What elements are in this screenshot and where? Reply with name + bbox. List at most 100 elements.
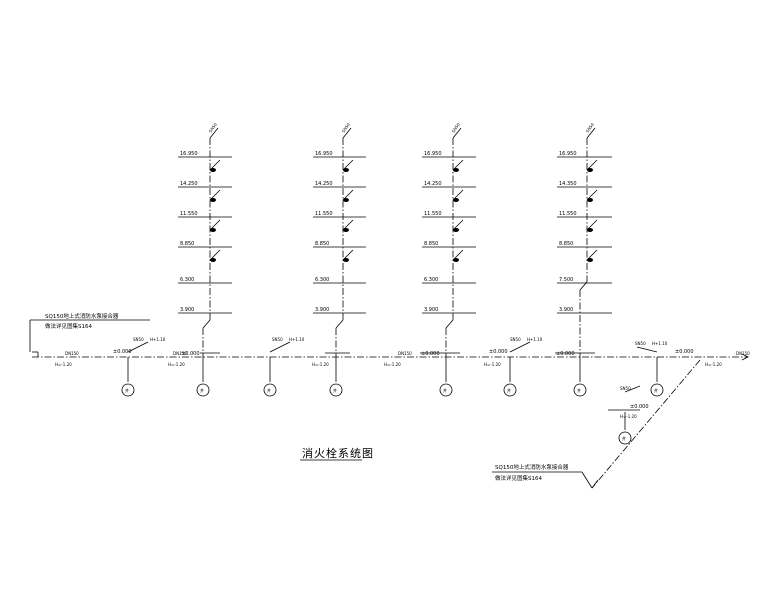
right-end-arrow (741, 353, 749, 361)
right-note: SQ150地上式消防水泵接合器 做法详见图集S164 (492, 463, 593, 489)
riser-top-label: SN50 (341, 122, 351, 134)
branch-level: ±0.000 (630, 404, 649, 410)
hydrant-box-icon (586, 159, 598, 262)
hydrant-spec: SN50 (635, 341, 646, 346)
floor-level-4: 8.850 (315, 241, 329, 247)
pipe-elev-label-1: H=-1.20 (55, 362, 72, 367)
well-mark: 井 (622, 435, 626, 441)
left-note: SQ150地上式消防水泵接合器 做法详见图集S164 (29, 312, 150, 352)
hydrant-branch (127, 341, 149, 353)
pipe-size-label-4: DN150 (736, 351, 750, 356)
drawing-title: 消火栓系统图 (302, 446, 374, 460)
hydrant-branch (509, 341, 531, 353)
note-line-1: SQ150地上式消防水泵接合器 (45, 312, 119, 320)
floor-level-6: 3.900 (424, 307, 438, 313)
riser-xl-3: SN50 16.950 14.250 11.550 8.850 6.300 3.… (420, 122, 476, 397)
well-mark: 井 (267, 387, 271, 393)
note-line-2: 做法详见图集S164 (495, 474, 542, 482)
well-symbol-icon (618, 431, 632, 445)
ground-hydrant-3: 井 SN50 H+1.10 ±0.000 (489, 337, 543, 397)
ground-hydrant-1: 井 SN50 H+1.10 ±0.000 (113, 337, 166, 397)
hydrant-branch (269, 341, 291, 353)
floor-level-3: 11.550 (315, 211, 333, 217)
pipe-size-label-2: DN150 (173, 351, 187, 356)
well-mark: 井 (125, 387, 129, 393)
well-symbol-icon (650, 383, 664, 397)
branch-end (591, 479, 599, 489)
hydrant-spec: SN50 (133, 337, 144, 342)
hydrant-box-icon (342, 159, 354, 262)
floor-level-1: 16.950 (424, 151, 442, 157)
right-branch: ±0.000 井 SN50 H=-1.20 (591, 359, 701, 489)
riser-xl-4: SN50 16.950 14.350 11.550 8.850 7.500 3.… (555, 122, 612, 397)
pipe-elev-label: H=-1.20 (620, 414, 637, 419)
ground-level: ±0.000 (421, 351, 440, 357)
pipe-elev-label-2: H=-1.20 (168, 362, 185, 367)
floor-level-6: 3.900 (180, 307, 194, 313)
ground-hydrant-4: 井 SN50 H+1.10 ±0.000 (635, 341, 694, 397)
floor-level-3: 11.550 (424, 211, 442, 217)
floor-level-5: 6.300 (424, 277, 438, 283)
well-mark: 井 (200, 387, 204, 393)
floor-level-5: 6.300 (315, 277, 329, 283)
pipe-elev-label-3: H=-1.20 (312, 362, 329, 367)
well-mark: 井 (654, 387, 658, 393)
hydrant-box-icon (209, 159, 221, 262)
riser-top-branch (586, 127, 596, 139)
floor-level-3: 11.550 (180, 211, 198, 217)
floor-level-1: 16.950 (559, 151, 577, 157)
well-mark: 井 (443, 387, 447, 393)
riser-top-label: SN50 (208, 122, 218, 134)
well-symbol-icon (263, 383, 277, 397)
hydrant-spec: SN50 (272, 337, 283, 342)
hydrant-branch (636, 346, 658, 353)
floor-level-1: 16.950 (315, 151, 333, 157)
ground-hydrant-2: 井 SN50 H+1.10 (263, 337, 305, 397)
floor-level-3: 11.550 (559, 211, 577, 217)
pipe-size-label-1: DN150 (65, 351, 79, 356)
floor-level-6: 3.900 (559, 307, 573, 313)
ground-level: ±0.000 (556, 351, 575, 357)
well-symbol-icon (329, 383, 343, 397)
floor-level-4: 8.850 (424, 241, 438, 247)
well-symbol-icon (121, 383, 135, 397)
floor-level-4: 8.850 (180, 241, 194, 247)
note-line-2: 做法详见图集S164 (45, 322, 92, 330)
riser-xl-2: SN50 16.950 14.250 11.550 8.850 6.300 3.… (313, 122, 366, 397)
note-line-1: SQ150地上式消防水泵接合器 (495, 463, 569, 471)
well-symbol-icon (503, 383, 517, 397)
well-mark: 井 (507, 387, 511, 393)
ground-level: ±0.000 (181, 351, 200, 357)
diagonal-branch-pipe (591, 359, 701, 489)
well-symbol-icon (439, 383, 453, 397)
ground-level: ±0.000 (489, 349, 508, 355)
floor-level-2: 14.350 (559, 181, 577, 187)
floor-level-2: 14.250 (424, 181, 442, 187)
hydrant-height: H+1.10 (652, 341, 668, 346)
floor-level-1: 16.950 (180, 151, 198, 157)
riser-top-branch (452, 127, 462, 139)
riser-top-branch (342, 127, 352, 139)
hydrant-box-icon (452, 159, 464, 262)
floor-level-5: 6.300 (180, 277, 194, 283)
well-mark: 井 (333, 387, 337, 393)
floor-level-2: 14.250 (180, 181, 198, 187)
pipe-elev-label-6: H=-1.20 (705, 362, 722, 367)
branch-hydrant (624, 385, 641, 393)
riser-xl-1: SN50 16.950 14.250 11.550 8.850 6.300 3.… (178, 122, 232, 397)
floor-level-4: 8.850 (559, 241, 573, 247)
riser-offset (445, 319, 454, 329)
hydrant-height: H+1.10 (527, 337, 543, 342)
pipe-size-label-3: DN150 (398, 351, 412, 356)
hydrant-height: H+1.10 (150, 337, 166, 342)
well-symbol-icon (573, 383, 587, 397)
riser-top-label: SN50 (585, 122, 595, 134)
floor-level-5: 7.500 (559, 277, 573, 283)
riser-offset (202, 319, 211, 329)
ground-level: ±0.000 (675, 349, 694, 355)
floor-level-2: 14.250 (315, 181, 333, 187)
floor-level-6: 3.900 (315, 307, 329, 313)
riser-top-branch (209, 127, 219, 139)
note-leader-diag (581, 471, 593, 489)
